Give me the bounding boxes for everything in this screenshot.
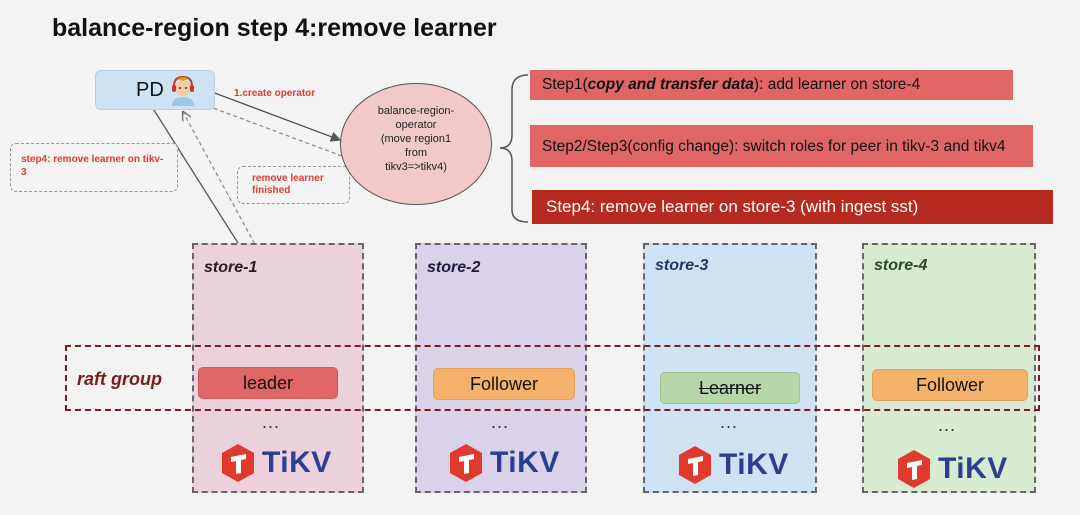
operator-line: operator [395,119,437,131]
store-3-box: store-3 [643,243,817,493]
steps-bracket [499,74,529,223]
create-operator-label: 1.create operator [234,88,316,99]
step1-emphasis: copy and transfer data [587,76,754,93]
step4-box: Step4: remove learner on store-3 (with i… [532,190,1053,224]
pd-node: PD [95,70,215,110]
tikv-logo-text: TiKV [719,448,789,481]
tikv-logo-text: TiKV [262,446,332,479]
step1-prefix: Step1( [542,76,588,93]
ellipsis: ... [938,415,957,435]
store-3-label: store-3 [655,257,709,274]
tikv-logo-text: TiKV [490,446,560,479]
role-follower: Follower [433,368,575,400]
operator-text: balance-region- operator (move region1 f… [351,104,481,174]
finished-arrow [183,112,259,251]
remove-learner-callout: step4: remove learner on tikv-3 [10,143,178,192]
store-4-label: store-4 [874,257,928,274]
pd-label: PD [136,79,164,101]
store-4-box: store-4 [862,243,1036,493]
tikv-logo: TiKV [448,443,560,483]
tikv-logo-icon [898,450,930,488]
tikv-logo-icon [679,446,711,484]
store-2-label: store-2 [427,259,481,276]
step1-suffix: ): add learner on store-4 [753,76,921,93]
finished-callout: remove learner finished [237,166,350,204]
operator-line: (move region1 [380,133,452,145]
step4-text: Step4: remove learner on store-3 (with i… [546,197,919,216]
page-title: balance-region step 4:remove learner [52,14,497,42]
tikv-logo-icon [222,444,254,482]
remove-learner-callout-text: step4: remove learner on tikv-3 [21,154,164,178]
store-1-label: store-1 [204,259,258,276]
support-agent-icon [172,75,194,106]
step23-text: Step2/Step3(config change): switch roles… [542,137,1006,155]
step23-box: Step2/Step3(config change): switch roles… [530,125,1033,167]
role-follower: Follower [872,369,1028,401]
operator-line: from [405,147,427,159]
raft-group-label: raft group [77,369,162,389]
tikv-logo: TiKV [220,443,332,483]
tikv-logo-text: TiKV [938,452,1008,485]
pd-to-store1-arrow [151,106,251,264]
ellipsis: ... [491,412,510,432]
create-operator-arrow [211,91,342,142]
raft-group-box [65,345,1040,411]
ellipsis: ... [262,412,281,432]
step1-box: Step1(copy and transfer data): add learn… [530,70,1013,100]
operator-line: balance-region- [377,105,455,117]
role-leader: leader [198,367,338,399]
tikv-logo: TiKV [677,445,789,485]
operator-to-pd-dashed [204,104,343,157]
finished-callout-text: remove learner finished [252,173,324,196]
operator-line: tikv3=>tikv4) [385,161,447,173]
balance-region-operator: balance-region- operator (move region1 f… [340,83,492,205]
role-learner: Learner [660,372,800,404]
ellipsis: ... [720,412,739,432]
tikv-logo: TiKV [896,449,1008,489]
tikv-logo-icon [450,444,482,482]
